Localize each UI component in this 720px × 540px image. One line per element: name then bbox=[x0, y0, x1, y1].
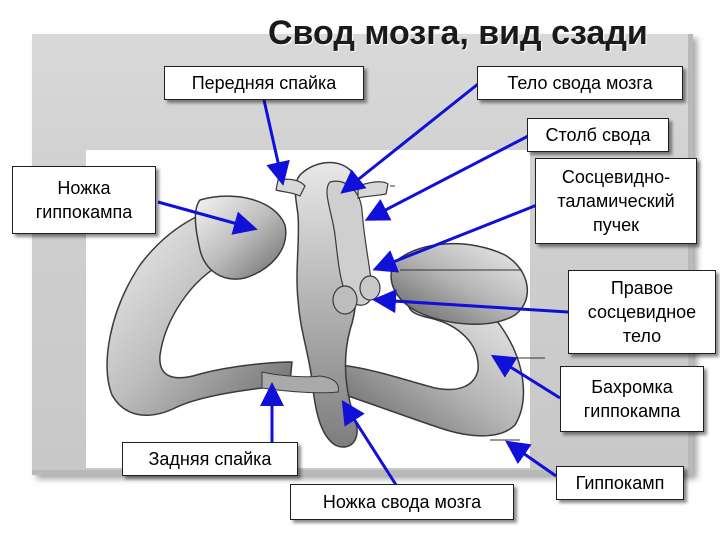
anterior-commissure-stub-right bbox=[358, 182, 388, 198]
label-hippocampus-crus: Ножка гиппокампа bbox=[12, 166, 156, 234]
label-right-mammillary-body: Правое сосцевидное тело bbox=[568, 270, 716, 354]
left-hippocampus-head bbox=[195, 196, 285, 279]
right-hippocampus-head bbox=[391, 244, 527, 325]
label-posterior-commissure-text: Задняя спайка bbox=[149, 447, 272, 471]
label-hippocampus-text: Гиппокамп bbox=[576, 471, 665, 495]
label-fornix-column: Столб свода bbox=[527, 118, 669, 152]
label-fornix-body: Тело свода мозга bbox=[477, 66, 683, 100]
label-mammillothalamic-tract: Сосцевидно- таламический пучек bbox=[535, 158, 697, 244]
label-fimbria: Бахромка гиппокампа bbox=[560, 366, 704, 432]
label-fornix-crus-text: Ножка свода мозга bbox=[323, 490, 481, 514]
label-hippocampus: Гиппокамп bbox=[556, 466, 684, 500]
mammillary-body-right bbox=[360, 276, 380, 300]
label-anterior-commissure: Передняя спайка bbox=[164, 66, 364, 100]
label-hippocampus-crus-text: Ножка гиппокампа bbox=[36, 176, 133, 225]
label-fimbria-text: Бахромка гиппокампа bbox=[584, 375, 681, 424]
label-mammillothalamic-tract-text: Сосцевидно- таламический пучек bbox=[557, 165, 674, 238]
label-posterior-commissure: Задняя спайка bbox=[122, 442, 298, 476]
mammillary-body-left bbox=[333, 286, 357, 314]
label-fornix-crus: Ножка свода мозга bbox=[290, 484, 514, 520]
label-anterior-commissure-text: Передняя спайка bbox=[192, 71, 337, 95]
label-fornix-body-text: Тело свода мозга bbox=[507, 71, 652, 95]
label-right-mammillary-body-text: Правое сосцевидное тело bbox=[588, 276, 696, 349]
label-fornix-column-text: Столб свода bbox=[546, 123, 651, 147]
anterior-commissure-stub bbox=[276, 179, 305, 196]
page-title: Свод мозга, вид сзади bbox=[268, 14, 708, 53]
